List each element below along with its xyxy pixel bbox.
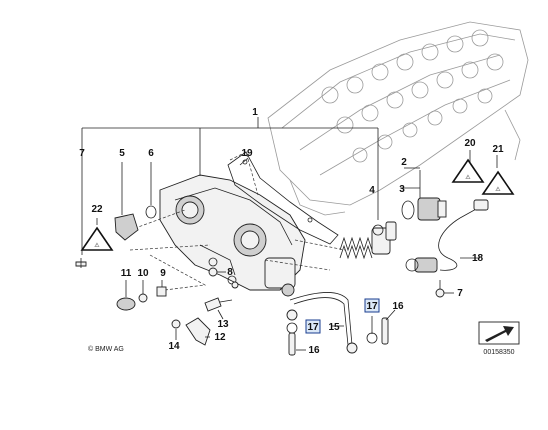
callout-16-bottom[interactable]: 16 <box>308 345 320 356</box>
callout-1[interactable]: 1 <box>252 107 258 118</box>
oil-pipe-15 <box>286 292 389 356</box>
svg-text:⚠: ⚠ <box>495 186 501 193</box>
camshaft-sensor-18 <box>405 199 489 273</box>
warning-triangle-icon: ⚠ <box>481 170 515 195</box>
callout-17-highlight-box[interactable] <box>364 298 380 313</box>
callout-5[interactable]: 5 <box>119 148 125 159</box>
leader-lines <box>96 128 498 351</box>
callout-20[interactable]: 20 <box>464 138 476 149</box>
callout-18[interactable]: 18 <box>472 253 484 264</box>
callout-15[interactable]: 15 <box>328 322 340 333</box>
callout-9[interactable]: 9 <box>160 268 166 279</box>
callout-14[interactable]: 14 <box>168 341 180 352</box>
callout-2[interactable]: 2 <box>401 157 407 168</box>
callout-11[interactable]: 11 <box>121 268 132 279</box>
bolt-7-right <box>435 280 445 298</box>
callout-6[interactable]: 6 <box>148 148 154 159</box>
warning-triangle-icon: ⚠ <box>80 226 114 251</box>
callout-17-highlight-box[interactable] <box>305 319 321 334</box>
vanos-housing <box>159 174 306 297</box>
warning-triangle-icon: ⚠ <box>451 158 485 183</box>
copyright-text: © BMW AG <box>88 345 124 353</box>
spring-and-piston <box>339 190 397 260</box>
callout-12[interactable]: 12 <box>214 332 226 343</box>
callout-17-top[interactable]: 17 <box>366 301 378 312</box>
callout-16-top[interactable]: 16 <box>392 301 404 312</box>
svg-text:⚠: ⚠ <box>94 242 100 249</box>
callout-4[interactable]: 4 <box>369 185 375 196</box>
cylinder-head-outline <box>267 21 529 216</box>
callout-7-right[interactable]: 7 <box>457 288 463 299</box>
callout-numbers: 1 2 3 4 5 6 7 7 8 9 10 11 12 13 14 15 16… <box>79 107 504 356</box>
callout-13[interactable]: 13 <box>217 319 229 330</box>
callout-19[interactable]: 19 <box>241 148 253 159</box>
callout-21[interactable]: 21 <box>492 144 504 155</box>
svg-text:⚠: ⚠ <box>465 174 471 181</box>
solenoid-valve-3 <box>400 170 447 221</box>
diagram-id: 00158350 <box>483 349 514 356</box>
callout-3[interactable]: 3 <box>399 184 405 195</box>
callout-8[interactable]: 8 <box>227 267 233 278</box>
callout-10[interactable]: 10 <box>137 268 149 279</box>
next-page-arrow-icon[interactable] <box>478 321 520 345</box>
callout-17-bottom[interactable]: 17 <box>307 322 319 333</box>
callout-7-left[interactable]: 7 <box>79 148 85 159</box>
callout-22[interactable]: 22 <box>91 204 103 215</box>
callout-1-bracket <box>81 117 379 190</box>
left-side-parts <box>75 140 239 346</box>
